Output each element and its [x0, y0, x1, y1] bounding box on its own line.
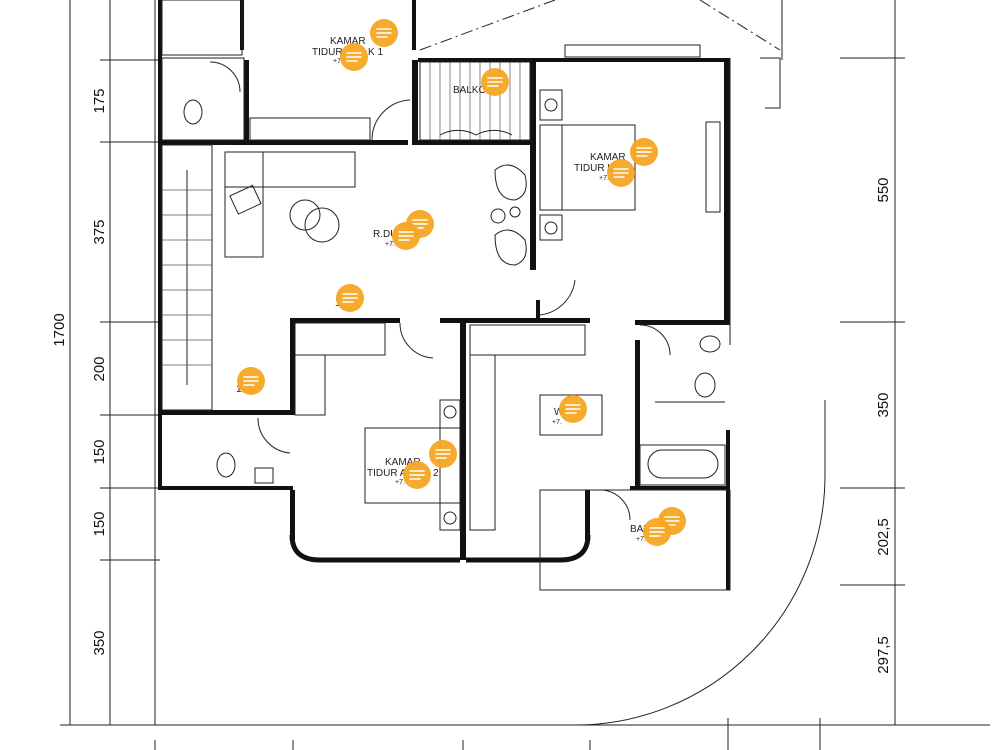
comment-lines-icon[interactable] [642, 517, 672, 547]
comment-lines-icon[interactable] [236, 366, 266, 396]
family-room-level: +7. [385, 241, 395, 248]
dim-375: 375 [91, 219, 108, 244]
master-bedroom-label-line2: TIDUR U [574, 163, 615, 174]
dim-150b: 150 [91, 511, 108, 536]
walkin-level: +7. [552, 419, 562, 426]
stair-2-label: 1 [236, 384, 242, 395]
bedroom-2-label-line1: KAMAR [385, 457, 421, 468]
comment-lines-icon[interactable] [369, 18, 399, 48]
comment-lines-icon[interactable] [606, 158, 636, 188]
comment-lines-icon[interactable] [335, 283, 365, 313]
bedroom-1-label-suffix: K 1 [368, 47, 383, 58]
family-room-label: R.DU [373, 229, 397, 240]
balcony-bottom-level: +7. [636, 536, 646, 543]
bedroom-2-level: +7. [395, 479, 405, 486]
bedroom-1-label-line1: KAMAR [330, 36, 366, 47]
curved-walls [289, 534, 591, 563]
walls [158, 0, 730, 590]
dim-550: 550 [875, 177, 892, 202]
dim-175: 175 [91, 88, 108, 113]
comment-lines-icon[interactable] [558, 394, 588, 424]
dim-297-5: 297,5 [875, 636, 892, 674]
comment-lines-icon[interactable] [428, 439, 458, 469]
dim-202-5: 202,5 [875, 518, 892, 556]
dimension-lines-left [60, 0, 160, 726]
walkin-label: W [554, 407, 564, 418]
comment-lines-icon[interactable] [629, 137, 659, 167]
balcony-top-label: BALKO [453, 85, 487, 96]
master-bedroom-label-line1: KAMAR [590, 152, 626, 163]
balcony-bottom-label: BAL [630, 524, 649, 535]
comment-lines-icon[interactable] [391, 221, 421, 251]
thin-lines [161, 0, 731, 591]
comment-lines-icon[interactable] [339, 42, 369, 72]
dim-150a: 150 [91, 439, 108, 464]
dim-1700: 1700 [51, 313, 68, 346]
bedroom-2-label-line2: TIDUR A [367, 468, 407, 479]
dimension-labels-left: 175 375 200 150 150 350 1700 [51, 88, 108, 655]
bedroom-2-label-suffix: 2 [433, 468, 439, 479]
dim-200: 200 [91, 356, 108, 381]
dim-350-right: 350 [875, 392, 892, 417]
site-boundary [154, 0, 826, 726]
dimension-lines-bottom [154, 718, 990, 750]
bedroom-1-label-line2: TIDUR [312, 47, 343, 58]
room-labels: KAMAR TIDUR K 1 +7. BALKO KAMAR TIDUR U … [236, 36, 649, 543]
dimension-lines-right: 550 350 202,5 297,5 [840, 0, 905, 726]
comment-lines-icon[interactable] [480, 67, 510, 97]
master-bedroom-level: +7. [599, 175, 609, 182]
comment-lines-icon[interactable] [402, 460, 432, 490]
bedroom-1-level: +7. [333, 58, 343, 65]
dim-350: 350 [91, 630, 108, 655]
